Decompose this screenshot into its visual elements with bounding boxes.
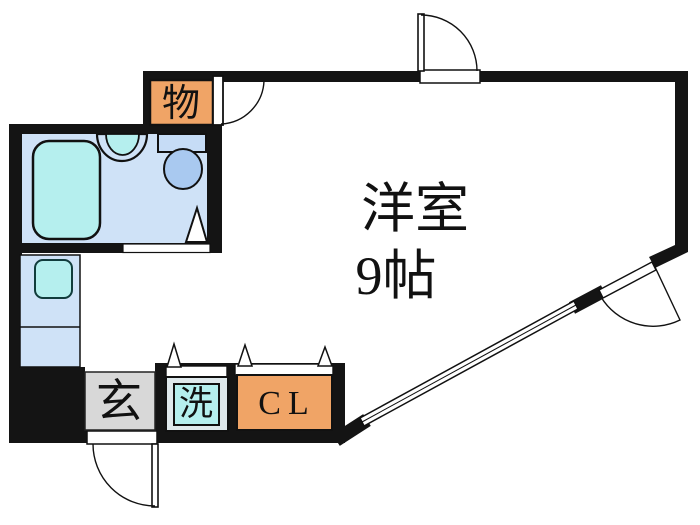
fold-mark-icon [316, 344, 334, 367]
top-door-arc [420, 14, 478, 72]
washbasin-bowl [105, 133, 140, 156]
closet-box [236, 374, 333, 431]
storage-closet [148, 75, 265, 127]
kitchen-sink [34, 259, 73, 299]
washroom-right-wall [207, 125, 222, 253]
entry-threshold [86, 430, 158, 445]
washroom [22, 132, 211, 254]
closet-unit [234, 363, 334, 431]
washer-label: 洗 [179, 385, 213, 423]
washer-unit [165, 365, 229, 432]
top-wall [143, 71, 688, 82]
balcony-door-arc [600, 266, 681, 327]
washer-box-inner [173, 383, 220, 426]
toilet-bowl [163, 148, 203, 190]
top-door [417, 13, 481, 84]
diagonal-wall-mid [568, 285, 608, 314]
washroom-bottom-wall [9, 243, 222, 253]
left-wall [9, 124, 22, 443]
window-center-line [361, 304, 577, 423]
balcony-door-threshold [598, 261, 657, 299]
washroom-door-mark [184, 204, 209, 243]
kitchen [19, 254, 81, 368]
closet-label: CL [258, 385, 315, 422]
fold-mark-icon [165, 341, 183, 368]
top-door-leaf [417, 13, 425, 72]
room-name-label: 洋室 [361, 179, 469, 239]
washroom-top-wall [9, 124, 222, 134]
fold-door-marks [165, 341, 334, 368]
entry-door-leaf [151, 443, 159, 508]
entry-hall-box [84, 371, 156, 431]
top-door-threshold [419, 69, 481, 84]
diagonal-side [359, 261, 681, 428]
storage-door-leaf [212, 75, 224, 126]
bathtub [31, 139, 102, 241]
entrance-door [86, 430, 159, 508]
right-wall [649, 71, 688, 268]
room-size-label: 9帖 [356, 246, 437, 306]
storage-left-wall [143, 71, 153, 134]
storage-door-arc [220, 80, 265, 125]
fold-mark-icon [236, 342, 254, 367]
entrance-label: 玄 [96, 376, 142, 427]
bottom-left-block [9, 367, 85, 443]
washroom-opening [122, 243, 211, 254]
storage-box [148, 78, 215, 127]
entry-door-arc [92, 443, 156, 507]
storage-label: 物 [162, 83, 200, 125]
